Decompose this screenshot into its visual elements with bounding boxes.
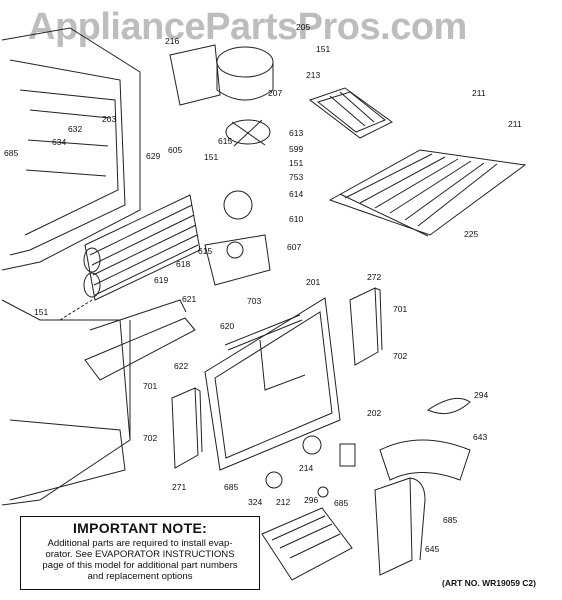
- callout-label: 701: [143, 381, 157, 391]
- important-note-box: IMPORTANT NOTE: Additional parts are req…: [20, 516, 260, 590]
- note-line: orator. See EVAPORATOR INSTRUCTIONS: [45, 549, 235, 560]
- callout-labels: 216 205 151 207 213 211 211 203 632 634 …: [4, 22, 522, 554]
- callout-label: 212: [276, 497, 290, 507]
- icemaker-housing: [169, 44, 274, 106]
- wire-shelf: [328, 149, 527, 237]
- flapper: [426, 397, 471, 415]
- right-air-duct: [349, 287, 383, 366]
- callout-label: 753: [289, 172, 303, 182]
- callout-label: 151: [34, 307, 48, 317]
- round-part-296: [317, 486, 329, 498]
- callout-label: 203: [102, 114, 116, 124]
- callout-label: 607: [287, 242, 301, 252]
- callout-label: 685: [4, 148, 18, 158]
- callout-label: 207: [268, 88, 282, 98]
- callout-label: 621: [182, 294, 196, 304]
- callout-label: 702: [393, 351, 407, 361]
- dispenser-chute: [374, 439, 471, 576]
- callout-label: 213: [306, 70, 320, 80]
- callout-label: 211: [472, 88, 486, 98]
- callout-label: 701: [393, 304, 407, 314]
- callout-label: 632: [68, 124, 82, 134]
- callout-label: 615: [198, 246, 212, 256]
- callout-label: 618: [176, 259, 190, 269]
- callout-label: 634: [52, 137, 66, 147]
- grille-202: [339, 443, 356, 467]
- gasket-strip: [224, 314, 303, 351]
- callout-label: 685: [443, 515, 457, 525]
- note-line: and replacement options: [87, 571, 193, 582]
- callout-label: 216: [165, 36, 179, 46]
- callout-label: 202: [367, 408, 381, 418]
- fan-blade: [225, 119, 271, 147]
- note-line: page of this model for additional part n…: [42, 560, 238, 571]
- callout-label: 205: [296, 22, 310, 32]
- left-air-duct: [171, 387, 203, 469]
- callout-label: 324: [248, 497, 262, 507]
- callout-label: 645: [425, 544, 439, 554]
- leader-arrow: [59, 299, 93, 321]
- callout-label: 622: [174, 361, 188, 371]
- callout-label: 151: [316, 44, 330, 54]
- callout-label: 211: [508, 119, 522, 129]
- callout-label: 151: [289, 158, 303, 168]
- fan-motor-bracket: [204, 190, 271, 286]
- callout-label: 685: [334, 498, 348, 508]
- note-body: Additional parts are required to install…: [21, 538, 259, 582]
- callout-label: 271: [172, 482, 186, 492]
- ice-tray: [308, 87, 393, 139]
- note-line: Additional parts are required to install…: [47, 538, 233, 549]
- art-number: (ART NO. WR19059 C2): [442, 578, 536, 588]
- callout-label: 294: [474, 390, 488, 400]
- callout-label: 296: [304, 495, 318, 505]
- evaporator-coil: [83, 194, 201, 301]
- evaporator-cover: [204, 297, 341, 471]
- callout-label: 610: [289, 214, 303, 224]
- callout-label: 214: [299, 463, 313, 473]
- watermark: AppliancePartsPros.com: [28, 6, 467, 48]
- callout-label: 599: [289, 144, 303, 154]
- callout-label: 614: [289, 189, 303, 199]
- callout-label: 151: [204, 152, 218, 162]
- round-part-324: [265, 471, 283, 489]
- callout-label: 225: [464, 229, 478, 239]
- callout-label: 685: [224, 482, 238, 492]
- callout-label: 613: [289, 128, 303, 138]
- callout-label: 619: [154, 275, 168, 285]
- round-part-214: [302, 435, 322, 455]
- callout-label: 703: [247, 296, 261, 306]
- callout-label: 615: [218, 136, 232, 146]
- callout-label: 629: [146, 151, 160, 161]
- callout-label: 643: [473, 432, 487, 442]
- drain-trough: [84, 299, 196, 381]
- callout-label: 201: [306, 277, 320, 287]
- callout-label: 272: [367, 272, 381, 282]
- callout-label: 702: [143, 433, 157, 443]
- note-title: IMPORTANT NOTE:: [72, 520, 208, 536]
- callout-label: 605: [168, 145, 182, 155]
- refrigerator-cabinet: [1, 27, 141, 506]
- ice-bin-212: [261, 507, 353, 581]
- callout-label: 620: [220, 321, 234, 331]
